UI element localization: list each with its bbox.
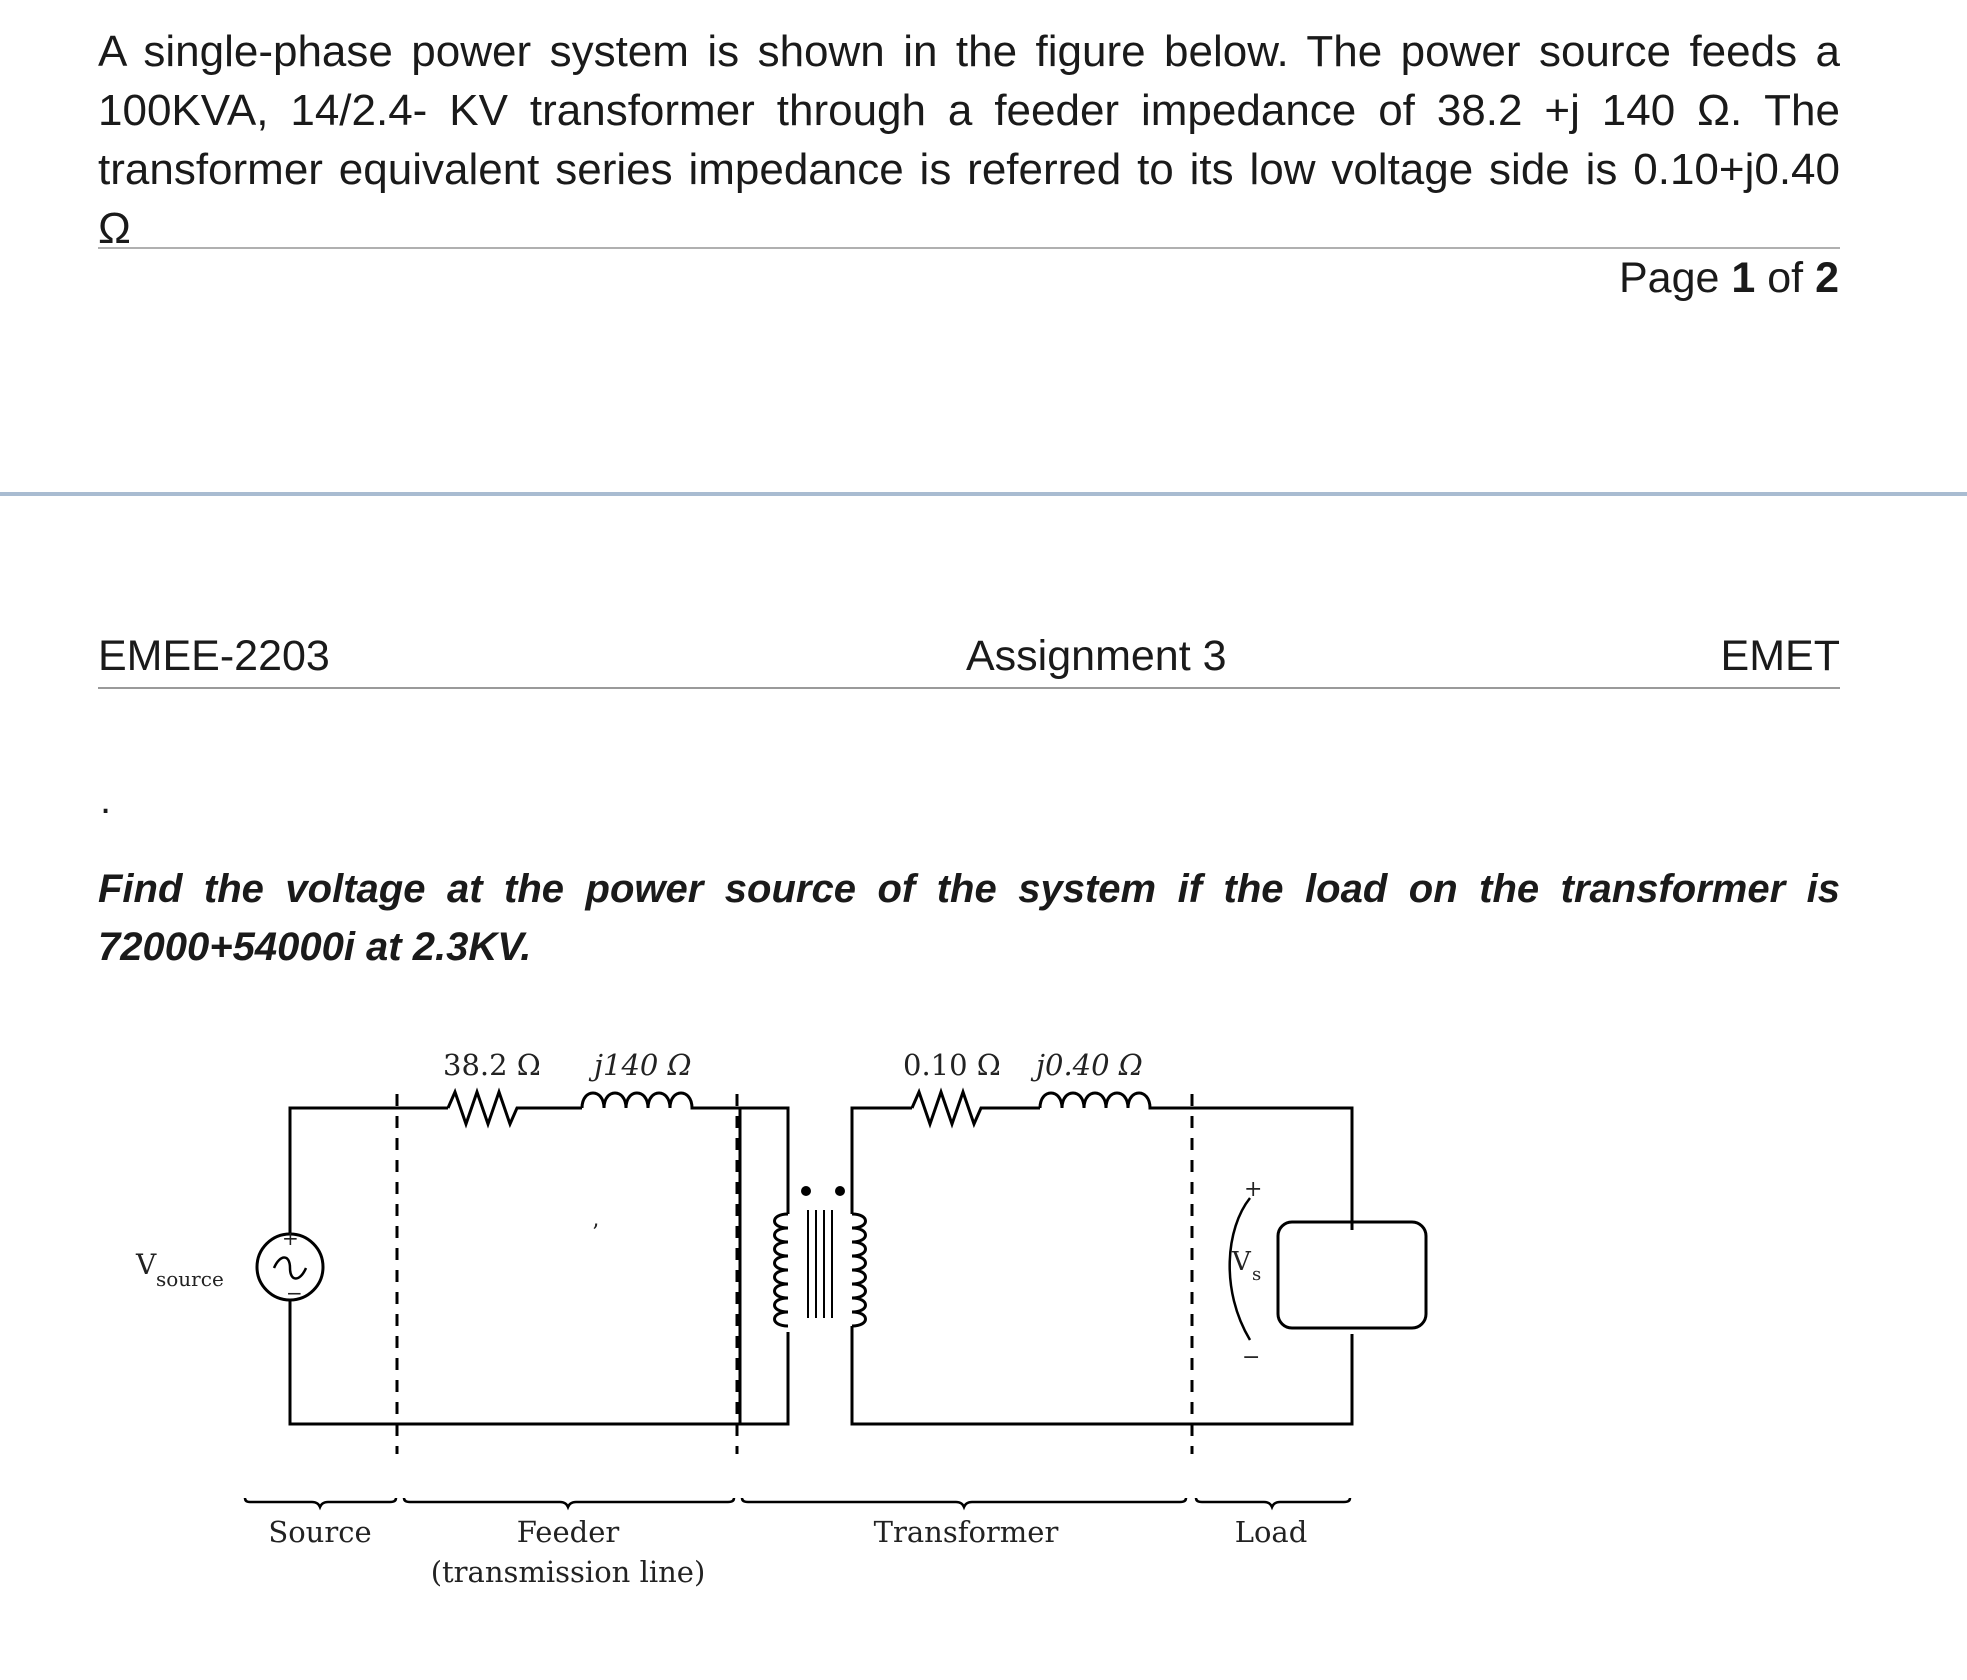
section-transformer-label: Transformer (874, 1515, 1059, 1549)
feeder-resistor (446, 1087, 582, 1129)
section-feeder-label: Feeder (517, 1515, 620, 1549)
stray-dot: . (100, 778, 112, 822)
assignment-title: Assignment 3 (966, 632, 1227, 680)
source-plus-sign: + (282, 1226, 299, 1250)
source-voltage-subscript: source (156, 1267, 224, 1291)
source-voltage-label: V (135, 1248, 157, 1281)
feeder-inductor (580, 1091, 790, 1214)
transformer-resistance-label: 0.10 Ω (903, 1048, 1001, 1082)
source-top-wire (288, 1106, 448, 1234)
voltage-arrow (1228, 1197, 1252, 1341)
top-divider (98, 247, 1840, 249)
transformer-reactance-label: j0.40 Ω (1030, 1048, 1143, 1082)
load-plus-sign: + (1244, 1177, 1262, 1202)
secondary-top-wire (850, 1106, 912, 1214)
brace-transformer (740, 1497, 1188, 1511)
primary-winding (773, 1212, 789, 1328)
brace-source (243, 1497, 398, 1511)
problem-statement: A single-phase power system is shown in … (98, 27, 1840, 253)
feeder-resistance-label: 38.2 Ω (443, 1048, 541, 1082)
ac-symbol-icon (272, 1256, 308, 1280)
source-bottom-wire (288, 1108, 742, 1426)
voltage-source (255, 1232, 325, 1302)
header-divider (98, 687, 1840, 689)
transformer-core (807, 1210, 833, 1318)
brace-feeder (402, 1497, 736, 1511)
question-text: Find the voltage at the power source of … (98, 867, 1840, 969)
page-number: Page 1 of 2 (1618, 254, 1839, 302)
secondary-winding (851, 1212, 867, 1328)
secondary-bottom-wire (850, 1326, 1354, 1426)
load-box (1276, 1220, 1428, 1330)
load-minus-sign: − (1242, 1345, 1260, 1370)
transformer-resistor (910, 1087, 1040, 1129)
section-source-label: Source (268, 1515, 371, 1549)
polarity-dot-secondary (835, 1186, 845, 1196)
section-load-label: Load (1235, 1515, 1308, 1549)
source-minus-sign: − (286, 1281, 303, 1305)
stray-mark: ’ (592, 1221, 599, 1246)
load-voltage-subscript: s (1252, 1264, 1261, 1285)
page-break-separator (0, 492, 1967, 496)
course-code: EMEE-2203 (98, 632, 330, 680)
department-label: EMET (1720, 632, 1840, 680)
brace-load (1194, 1497, 1352, 1511)
transformer-inductor (1038, 1091, 1354, 1230)
polarity-dot-primary (801, 1186, 811, 1196)
load-voltage-label: V (1231, 1247, 1252, 1277)
section-feeder-sublabel: (transmission line) (431, 1555, 706, 1589)
primary-bottom-wire (740, 1332, 790, 1426)
feeder-reactance-label: j140 Ω (588, 1048, 692, 1082)
